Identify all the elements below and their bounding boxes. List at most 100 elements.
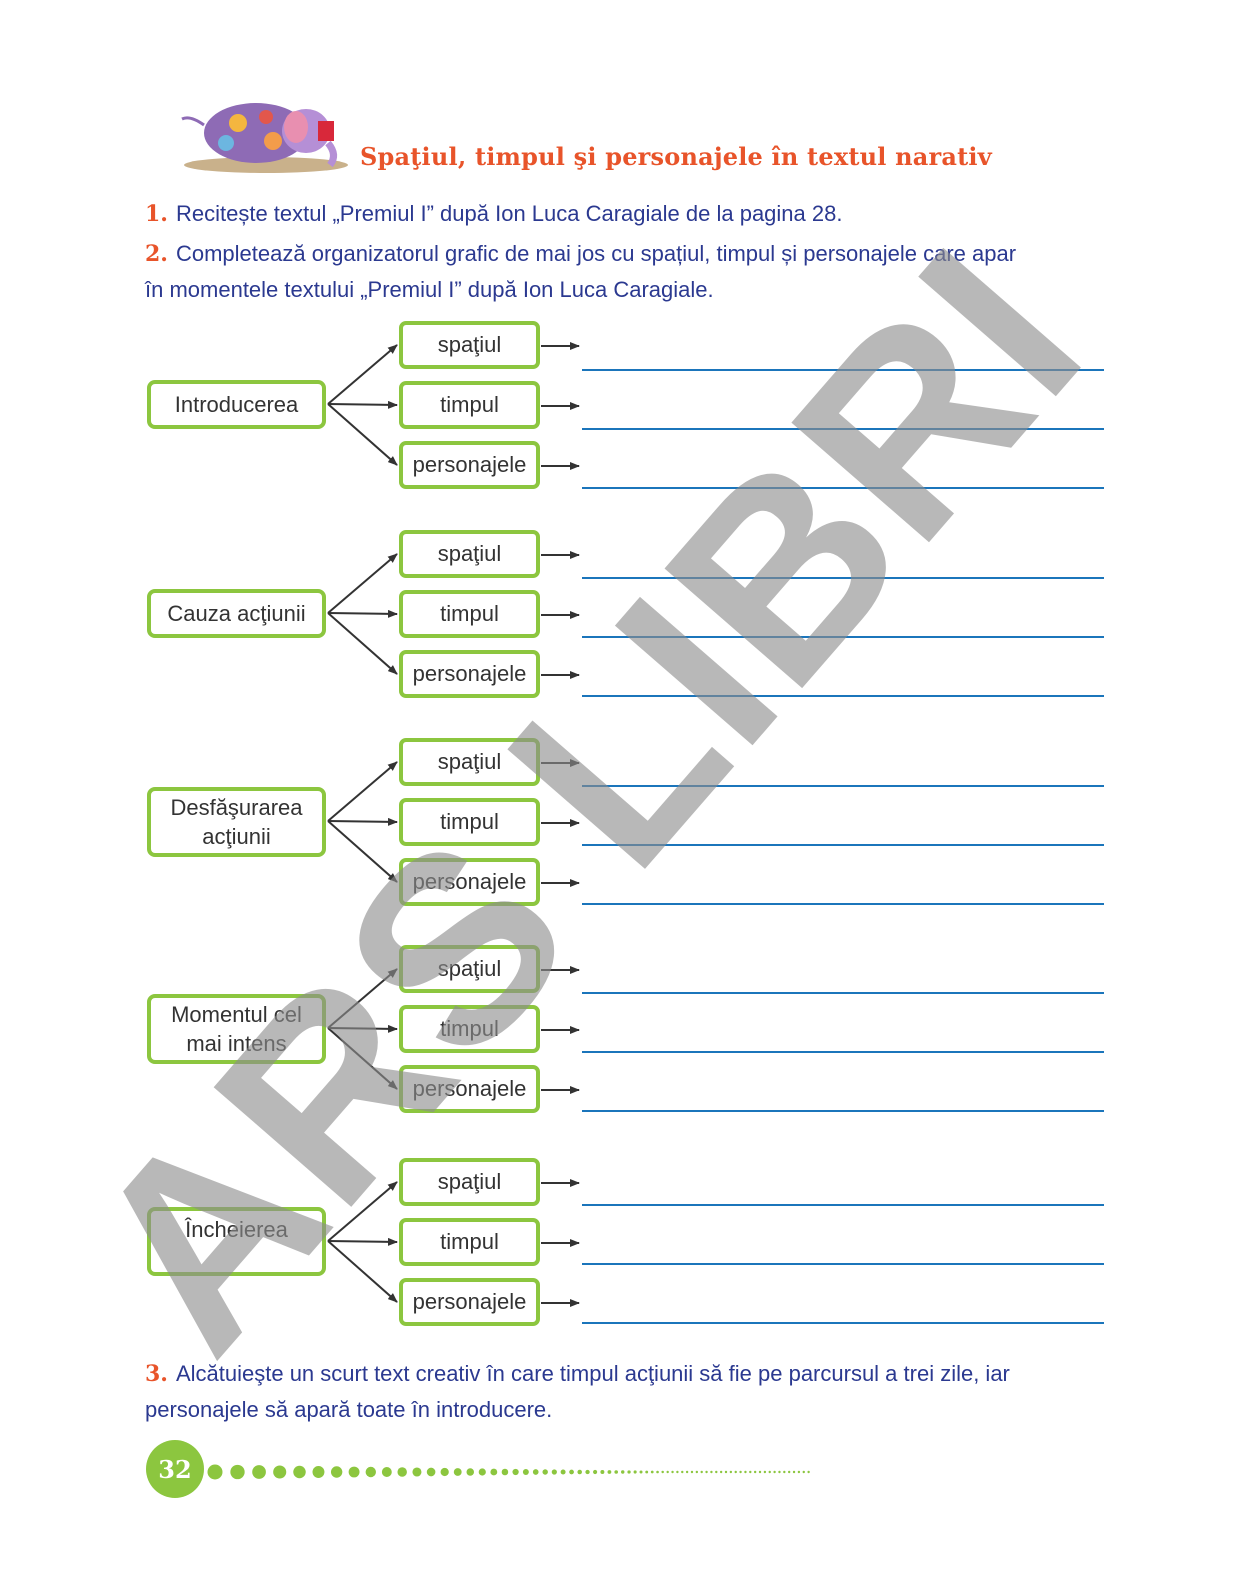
footer-dot	[645, 1470, 649, 1474]
footer-dot	[627, 1470, 631, 1474]
task-number: 3.	[145, 1361, 168, 1387]
answer-line[interactable]	[582, 1322, 1104, 1324]
field-label-spatiul: spaţiul	[399, 530, 540, 578]
footer-dot	[365, 1466, 376, 1478]
footer-dot	[671, 1470, 674, 1474]
footer-dot	[778, 1470, 781, 1474]
footer-dot	[607, 1470, 612, 1474]
connector-arrow	[327, 1237, 398, 1246]
answer-line[interactable]	[582, 428, 1104, 430]
footer-dot	[807, 1470, 810, 1474]
moment-label: Desfăşurarea acţiunii	[170, 795, 303, 849]
moment-box-desfasurarea-actiunii: Desfăşurarea acţiunii	[147, 787, 326, 857]
footer-dot	[522, 1469, 529, 1475]
footer-dot	[705, 1470, 708, 1474]
footer-dot	[614, 1470, 618, 1474]
answer-line[interactable]	[582, 785, 1104, 787]
footer-dot	[426, 1467, 436, 1477]
footer-dot	[633, 1470, 637, 1474]
footer-dot	[230, 1464, 245, 1480]
footer-dot	[585, 1469, 590, 1475]
moment-box-momentul-cel-mai-intens: Momentul cel mai intens	[147, 994, 326, 1064]
footer-dot	[600, 1470, 605, 1474]
moment-label: Încheierea	[185, 1217, 288, 1242]
footer-dot	[397, 1467, 407, 1477]
field-label-timpul: timpul	[399, 1005, 540, 1053]
connector-arrow	[327, 609, 398, 618]
field-label-personajele: personajele	[399, 441, 540, 489]
footer-dot	[330, 1466, 343, 1478]
task-3: 3. Alcătuieşte un scurt text creativ în c…	[145, 1356, 1010, 1392]
footer-dot	[551, 1469, 557, 1475]
answer-line[interactable]	[582, 1110, 1104, 1112]
connector-arrow	[327, 820, 398, 883]
footer-dot	[542, 1469, 548, 1475]
footer-dot	[758, 1470, 762, 1474]
moment-label: Momentul cel mai intens	[171, 1002, 302, 1056]
field-label-timpul: timpul	[399, 381, 540, 429]
footer-dot	[685, 1470, 689, 1474]
answer-line[interactable]	[582, 992, 1104, 994]
answer-line[interactable]	[582, 695, 1104, 697]
footer-dot	[710, 1470, 713, 1474]
answer-line[interactable]	[582, 369, 1104, 371]
footer-dot	[466, 1468, 475, 1476]
footer-dot	[650, 1470, 654, 1474]
footer-dot	[293, 1465, 306, 1479]
answer-line[interactable]	[582, 1051, 1104, 1053]
footer-dot	[700, 1470, 703, 1474]
footer-dot	[753, 1470, 757, 1474]
footer-dot	[787, 1470, 791, 1474]
footer-dot	[412, 1467, 422, 1477]
connector-arrow	[327, 344, 398, 405]
answer-line[interactable]	[582, 636, 1104, 638]
footer-dot	[348, 1466, 360, 1478]
footer-dot	[676, 1470, 679, 1474]
field-label-personajele: personajele	[399, 1065, 540, 1113]
footer-dot	[593, 1469, 598, 1475]
field-label-personajele: personajele	[399, 1278, 540, 1326]
connector-arrow	[327, 1024, 398, 1033]
footer-dot	[381, 1467, 392, 1477]
connector-arrow	[327, 1027, 398, 1090]
footer-dot-trail	[207, 1464, 810, 1480]
footer-dot	[783, 1470, 786, 1474]
connector-arrow	[327, 817, 398, 826]
footer-dot	[802, 1470, 805, 1474]
connector-arrow	[327, 403, 398, 466]
field-label-spatiul: spaţiul	[399, 945, 540, 993]
answer-line[interactable]	[582, 1263, 1104, 1265]
footer-dot	[577, 1469, 582, 1475]
footer-dot	[273, 1465, 287, 1479]
answer-line[interactable]	[582, 844, 1104, 846]
moment-label: Cauza acţiunii	[167, 601, 306, 626]
footer-dot	[490, 1468, 498, 1476]
connector-arrow	[327, 553, 398, 614]
answer-line[interactable]	[582, 487, 1104, 489]
footer-dot	[207, 1464, 223, 1480]
footer-dot	[453, 1468, 462, 1476]
task-text: Completează organizatorul grafic de mai …	[175, 241, 1017, 266]
answer-line[interactable]	[582, 1204, 1104, 1206]
footer-dot	[639, 1470, 643, 1474]
task-2: 2.Completează organizatorul grafic de ma…	[145, 236, 1016, 272]
field-label-spatiul: spaţiul	[399, 321, 540, 369]
task-text: Alcătuieşte un scurt text creativ în car…	[175, 1361, 1010, 1386]
connector-arrow	[327, 761, 398, 822]
field-label-personajele: personajele	[399, 858, 540, 906]
answer-line[interactable]	[582, 577, 1104, 579]
moment-box-introducerea: Introducerea	[147, 380, 326, 429]
task-text: Recitește textul „Premiul I” după Ion Lu…	[175, 201, 843, 226]
footer-dot	[440, 1467, 449, 1477]
footer-dot	[681, 1470, 684, 1474]
field-label-timpul: timpul	[399, 798, 540, 846]
field-label-spatiul: spaţiul	[399, 1158, 540, 1206]
footer-dot	[666, 1470, 669, 1474]
footer-dot	[797, 1470, 801, 1474]
moment-box-cauza-actiunii: Cauza acţiunii	[147, 589, 326, 638]
footer-dot	[768, 1470, 771, 1474]
page-number: 32	[146, 1440, 204, 1498]
answer-line[interactable]	[582, 903, 1104, 905]
footer-dot	[695, 1470, 699, 1474]
